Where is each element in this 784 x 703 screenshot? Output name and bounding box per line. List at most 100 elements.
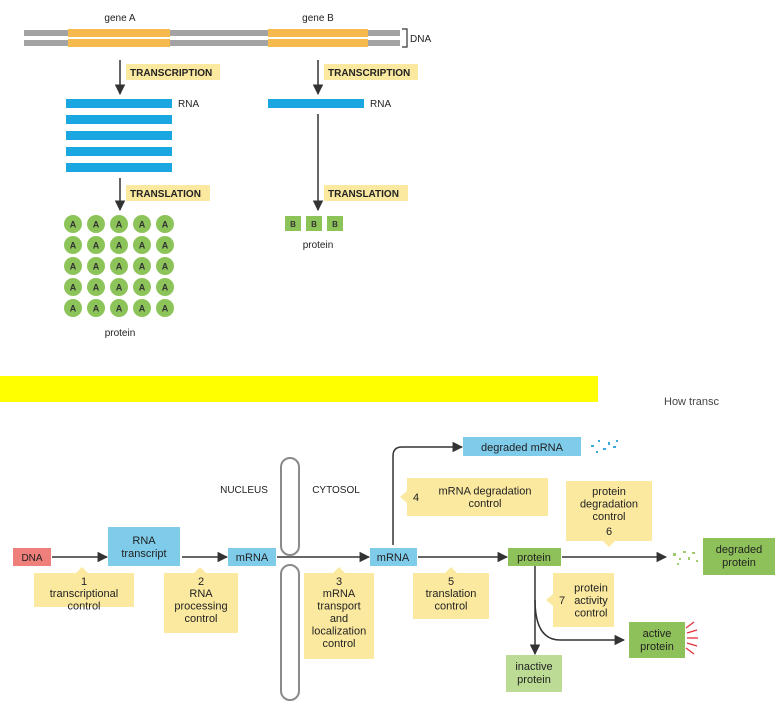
protein-a-letter: A (139, 220, 146, 230)
gene-a-segment-top (68, 29, 170, 37)
rna-strand-a (66, 131, 172, 140)
transcription-label-a: TRANSCRIPTION (130, 68, 212, 79)
protein-a-letter: A (162, 304, 169, 314)
protein-a-molecule (133, 257, 151, 275)
protein-a-molecule (64, 215, 82, 233)
protein-a-letter: A (70, 262, 77, 272)
protein-a-molecule (156, 299, 174, 317)
protein-a-molecule (87, 299, 105, 317)
protein-label-b: protein (303, 240, 334, 251)
inactive-protein-label-2: protein (517, 674, 551, 686)
control-callout-bg (304, 567, 374, 659)
active-protein-label-1: active (643, 628, 672, 640)
translation-label-a: TRANSLATION (130, 189, 201, 200)
protein-a-molecule (110, 236, 128, 254)
protein-a-letter: A (162, 220, 169, 230)
rna-strands-gene-b (268, 99, 364, 108)
control-text-line: control (434, 601, 467, 613)
rna-strand-a (66, 115, 172, 124)
dna-node (13, 548, 51, 566)
protein-a-molecule (110, 278, 128, 296)
control-text-line: processing (174, 601, 227, 613)
control-number: 2 (198, 576, 204, 588)
protein-node (508, 548, 561, 566)
control-number: 3 (336, 576, 342, 588)
protein-a-letter: A (70, 220, 77, 230)
protein-label-a: protein (105, 328, 136, 339)
protein-a-molecule (87, 236, 105, 254)
cytosol-label: CYTOSOL (312, 485, 360, 496)
protein-a-molecule (156, 236, 174, 254)
protein-a-molecule (110, 299, 128, 317)
rna-strand-a (66, 163, 172, 172)
mrna-cytosol-label: mRNA (377, 552, 410, 564)
dna-label: DNA (410, 34, 431, 45)
gene-a-segment-bottom (68, 39, 170, 47)
protein-a-molecule (110, 257, 128, 275)
protein-a-molecule (64, 278, 82, 296)
control-callout-bg (34, 567, 134, 607)
control-number: 6 (606, 526, 612, 538)
protein-a-letter: A (116, 241, 123, 251)
transcription-label-bg-b (324, 64, 418, 80)
protein-b-molecule (285, 216, 301, 231)
control-number: 4 (413, 492, 419, 504)
active-protein-node (629, 622, 685, 658)
rna-transcript-label-2: transcript (121, 548, 166, 560)
gene-b-label: gene B (302, 13, 334, 24)
protein-a-molecule (156, 257, 174, 275)
protein-a-letter: A (116, 304, 123, 314)
regulation-pathway: NUCLEUS CYTOSOL DNA RNA transcript mRNA … (13, 437, 775, 701)
transcription-label-bg-a (126, 64, 220, 80)
control-text-line: degradation (580, 499, 638, 511)
cut-off-heading-text: How transc (664, 396, 720, 408)
control-text-line: activity (574, 595, 608, 607)
rna-label-a: RNA (178, 99, 199, 110)
control-number: 5 (448, 576, 454, 588)
protein-b-molecule (327, 216, 343, 231)
protein-b-molecule (306, 216, 322, 231)
mrna-nucleus-node (228, 548, 276, 566)
protein-a-molecule (133, 236, 151, 254)
control-text-line: mRNA degradation (439, 486, 532, 498)
protein-a-molecule (133, 215, 151, 233)
rna-strand-b (268, 99, 364, 108)
protein-a-molecule (110, 215, 128, 233)
protein-a-molecule (156, 278, 174, 296)
control-text-line: control (184, 613, 217, 625)
protein-a-letter: A (93, 262, 100, 272)
control-text-line: RNA (189, 588, 213, 600)
protein-a-letter: A (93, 241, 100, 251)
protein-a-molecule (64, 299, 82, 317)
dna-node-label: DNA (21, 553, 42, 564)
mrna-fragments-icon (591, 440, 618, 453)
protein-a-molecule (133, 299, 151, 317)
rna-strand-a (66, 99, 172, 108)
control-text-line: control (592, 511, 625, 523)
mrna-nucleus-label: mRNA (236, 552, 269, 564)
protein-b-letter: B (332, 220, 338, 229)
protein-a-letter: A (93, 304, 100, 314)
control-text-line: and (330, 613, 348, 625)
protein-a-molecule (64, 257, 82, 275)
mrna-cytosol-node (370, 548, 417, 566)
degraded-protein-label-1: degraded (716, 544, 763, 556)
protein-a-molecule (156, 215, 174, 233)
rna-label-b: RNA (370, 99, 391, 110)
protein-a-letter: A (162, 241, 169, 251)
control-text-line: control (322, 638, 355, 650)
control-callout-bg (546, 573, 614, 627)
control-text-line: control (67, 601, 100, 613)
control-text-line: protein (574, 582, 608, 594)
dna-bracket (402, 28, 408, 48)
dna-strands (24, 29, 400, 47)
translation-label-bg-a (126, 185, 210, 201)
